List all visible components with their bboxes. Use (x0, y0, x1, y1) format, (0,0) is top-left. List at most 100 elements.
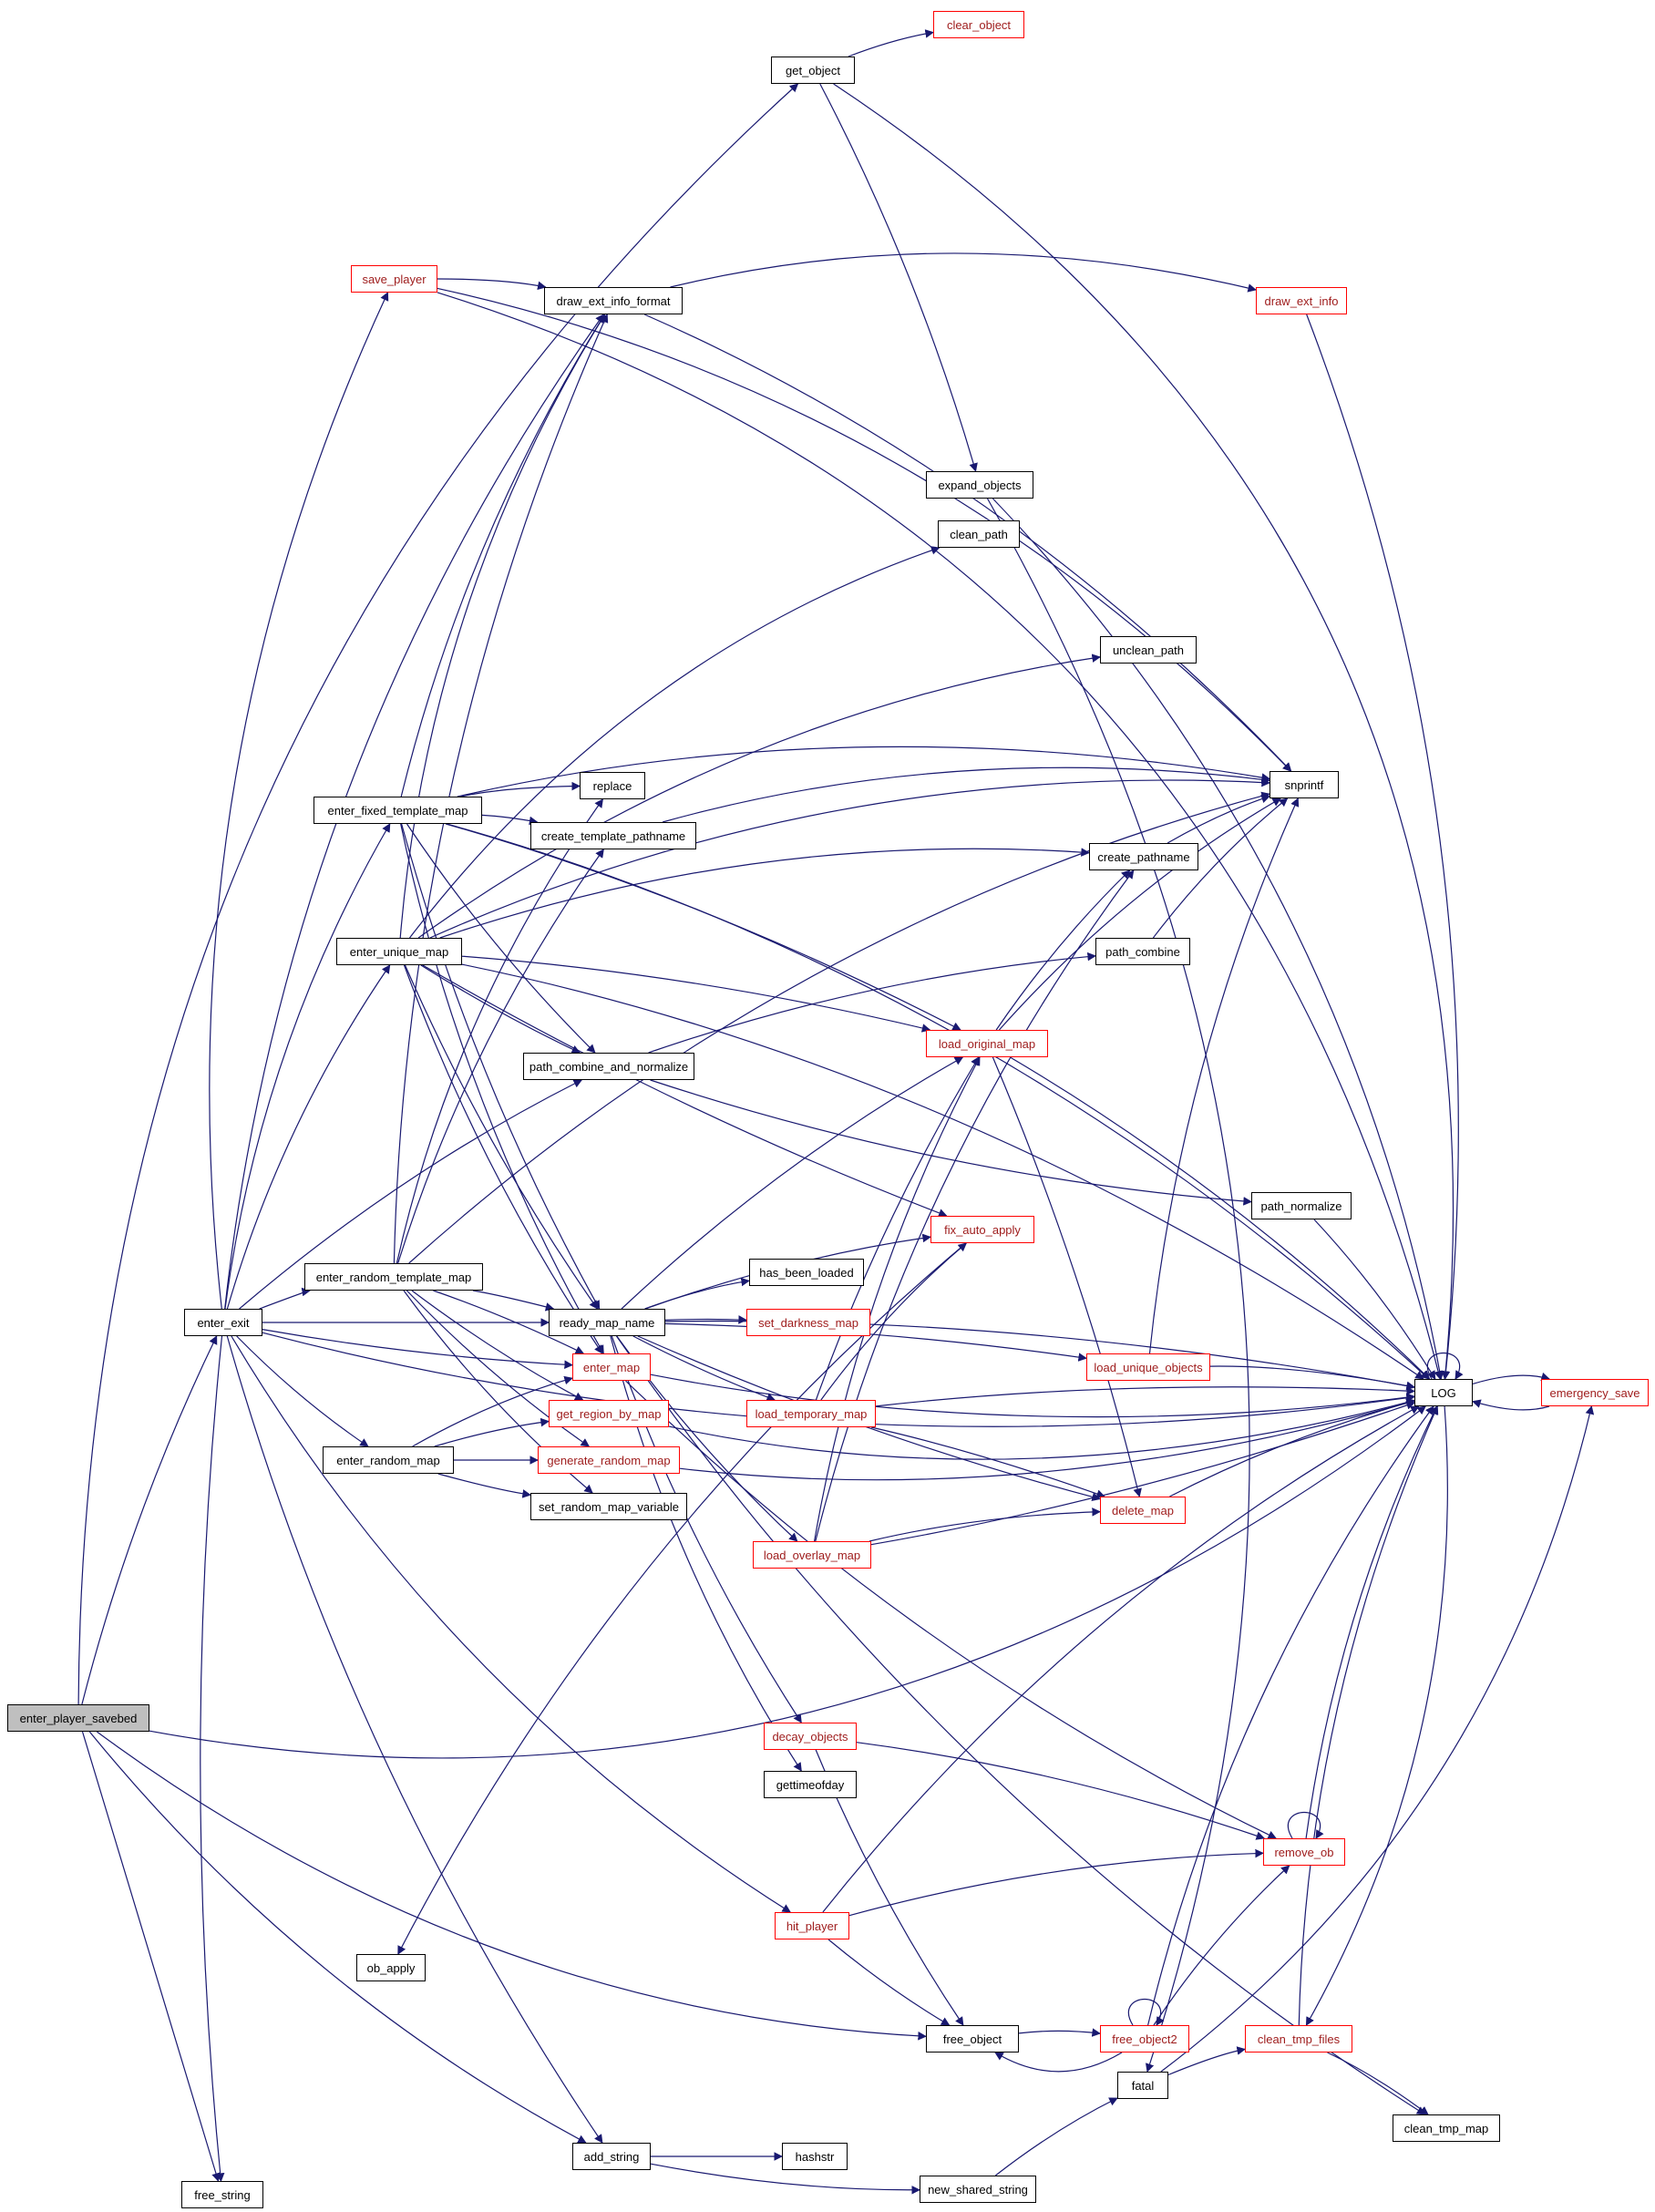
call-edge-enter_unique_map-to-load_original_map (461, 955, 931, 1033)
call-edge-enter_exit-to-enter_fixed_template_map (224, 823, 391, 1310)
graph-node-hashstr[interactable]: hashstr (782, 2143, 848, 2170)
graph-node-clear_object[interactable]: clear_object (933, 11, 1024, 38)
graph-node-create_pathname[interactable]: create_pathname (1089, 843, 1198, 870)
graph-node-load_original_map[interactable]: load_original_map (926, 1030, 1048, 1057)
graph-node-load_unique_objects[interactable]: load_unique_objects (1086, 1353, 1210, 1381)
call-edge-decay_objects-to-remove_ob (856, 1742, 1266, 1840)
call-edge-enter_exit-to-enter_unique_map (226, 964, 391, 1310)
call-edge-LOG-to-clean_tmp_files (1305, 1405, 1448, 2026)
call-edge-ready_map_name-to-set_darkness_map (664, 1315, 747, 1324)
graph-node-load_overlay_map[interactable]: load_overlay_map (753, 1541, 871, 1569)
graph-node-create_template_pathname[interactable]: create_template_pathname (530, 822, 696, 849)
graph-node-clean_tmp_map[interactable]: clean_tmp_map (1393, 2114, 1500, 2142)
call-edge-enter_random_map-to-set_random_map_variable (437, 1473, 531, 1498)
graph-node-free_object[interactable]: free_object (926, 2025, 1019, 2053)
call-edge-delete_map-to-LOG (1169, 1398, 1415, 1497)
graph-node-free_string[interactable]: free_string (181, 2181, 263, 2208)
call-edge-get_object-to-LOG (833, 83, 1455, 1380)
call-edge-clean_tmp_files-to-LOG (1298, 1405, 1439, 2026)
graph-node-hit_player[interactable]: hit_player (775, 1912, 849, 1939)
graph-node-ob_apply[interactable]: ob_apply (356, 1954, 426, 1981)
call-edge-get_object-to-expand_objects (819, 83, 978, 472)
call-edge-enter_fixed_template_map-to-draw_ext_info_format (400, 314, 606, 797)
call-edge-ready_map_name-to-load_temporary_map (632, 1335, 776, 1402)
graph-node-decay_objects[interactable]: decay_objects (764, 1723, 857, 1750)
call-edge-save_player-to-draw_ext_info_format (437, 278, 547, 291)
graph-node-path_normalize[interactable]: path_normalize (1251, 1192, 1352, 1219)
call-edge-free_object2-to-remove_ob (1153, 1865, 1290, 2026)
graph-node-delete_map[interactable]: delete_map (1100, 1497, 1186, 1524)
call-edge-enter_exit-to-hit_player (231, 1335, 792, 1913)
call-edge-load_temporary_map-to-delete_map (870, 1426, 1105, 1498)
graph-node-replace[interactable]: replace (580, 772, 645, 799)
call-edge-ready_map_name-to-has_been_loaded (644, 1277, 750, 1310)
call-edge-enter_random_template_map-to-ready_map_name (472, 1290, 555, 1312)
graph-node-gettimeofday[interactable]: gettimeofday (764, 1771, 857, 1798)
call-edge-clean_tmp_files-to-clean_tmp_map (1327, 2052, 1429, 2115)
graph-node-has_been_loaded[interactable]: has_been_loaded (749, 1259, 864, 1286)
graph-node-fix_auto_apply[interactable]: fix_auto_apply (930, 1216, 1034, 1243)
graph-node-enter_exit[interactable]: enter_exit (184, 1309, 262, 1336)
call-edge-enter_random_template_map-to-get_region_by_map (411, 1290, 584, 1401)
call-edge-load_unique_objects-to-snprintf (1148, 797, 1300, 1354)
call-edge-fatal-to-clean_tmp_files (1167, 2046, 1246, 2076)
graph-node-set_darkness_map[interactable]: set_darkness_map (746, 1309, 870, 1336)
call-edge-ready_map_name-to-load_unique_objects (664, 1322, 1087, 1362)
graph-node-path_combine_and_normalize[interactable]: path_combine_and_normalize (523, 1053, 694, 1080)
graph-node-expand_objects[interactable]: expand_objects (926, 471, 1033, 499)
graph-node-get_region_by_map[interactable]: get_region_by_map (549, 1400, 669, 1427)
graph-node-enter_map[interactable]: enter_map (572, 1353, 651, 1381)
graph-node-snprintf[interactable]: snprintf (1270, 771, 1339, 798)
graph-node-draw_ext_info_format[interactable]: draw_ext_info_format (544, 287, 683, 314)
graph-node-add_string[interactable]: add_string (572, 2143, 651, 2170)
call-edge-load_original_map-to-LOG (1010, 1056, 1431, 1380)
graph-node-unclean_path[interactable]: unclean_path (1100, 636, 1197, 664)
call-edge-enter_unique_map-to-unclean_path (417, 653, 1101, 939)
call-edge-load_overlay_map-to-delete_map (869, 1507, 1101, 1542)
graph-node-clean_path[interactable]: clean_path (938, 520, 1020, 548)
call-edge-enter_exit-to-enter_random_template_map (259, 1287, 311, 1310)
call-edge-path_normalize-to-LOG (1313, 1219, 1436, 1380)
graph-node-new_shared_string[interactable]: new_shared_string (920, 2176, 1036, 2203)
graph-node-fatal[interactable]: fatal (1117, 2072, 1168, 2099)
call-edge-ready_map_name-to-decay_objects (611, 1335, 802, 1723)
graph-node-save_player[interactable]: save_player (351, 265, 437, 293)
call-edge-load_overlay_map-to-load_original_map (814, 1056, 981, 1542)
graph-node-get_object[interactable]: get_object (771, 57, 855, 84)
graph-node-enter_fixed_template_map[interactable]: enter_fixed_template_map (314, 797, 482, 824)
call-edge-expand_objects-to-LOG (992, 498, 1444, 1380)
call-edge-enter_player_savebed-to-enter_exit (81, 1335, 218, 1705)
graph-node-draw_ext_info[interactable]: draw_ext_info (1256, 287, 1347, 314)
call-edge-create_template_pathname-to-snprintf (662, 766, 1270, 823)
call-edge-free_object2-to-LOG (1147, 1405, 1434, 2026)
call-edge-enter_unique_map-to-ready_map_name (404, 964, 599, 1310)
call-edge-LOG-to-emergency_save (1472, 1372, 1550, 1384)
call-edge-save_player-to-snprintf (437, 287, 1292, 772)
call-edge-enter_unique_map-to-create_pathname (439, 848, 1090, 939)
call-edge-enter_unique_map-to-clean_path (409, 546, 941, 939)
call-edge-enter_fixed_template_map-to-create_template_pathname (481, 814, 539, 826)
graph-node-path_combine[interactable]: path_combine (1095, 938, 1190, 965)
graph-node-set_random_map_variable[interactable]: set_random_map_variable (530, 1493, 687, 1520)
call-edge-new_shared_string-to-fatal (994, 2097, 1118, 2176)
graph-node-remove_ob[interactable]: remove_ob (1263, 1838, 1345, 1866)
graph-node-free_object2[interactable]: free_object2 (1100, 2025, 1189, 2053)
graph-node-enter_random_map[interactable]: enter_random_map (323, 1446, 454, 1474)
call-edge-enter_exit-to-enter_random_map (236, 1335, 369, 1447)
call-edge-free_object-to-free_object2 (1018, 2028, 1101, 2037)
graph-node-clean_tmp_files[interactable]: clean_tmp_files (1245, 2025, 1352, 2053)
graph-node-generate_random_map[interactable]: generate_random_map (538, 1446, 680, 1474)
call-edge-enter_player_savebed-to-add_string (88, 1731, 587, 2144)
call-edge-enter_map-to-remove_ob (625, 1380, 1277, 1839)
call-edge-enter_exit-to-free_string (200, 1335, 225, 2182)
call-edge-load_unique_objects-to-LOG (1209, 1365, 1415, 1391)
graph-node-emergency_save[interactable]: emergency_save (1541, 1379, 1649, 1406)
call-edge-enter_fixed_template_map-to-LOG (447, 823, 1430, 1380)
call-edge-hit_player-to-remove_ob (848, 1848, 1264, 1917)
graph-node-enter_unique_map[interactable]: enter_unique_map (336, 938, 462, 965)
graph-node-ready_map_name[interactable]: ready_map_name (549, 1309, 665, 1336)
call-edge-enter_random_template_map-to-replace (396, 798, 603, 1264)
graph-node-LOG[interactable]: LOG (1414, 1379, 1473, 1406)
graph-node-load_temporary_map[interactable]: load_temporary_map (746, 1400, 876, 1427)
graph-node-enter_random_template_map[interactable]: enter_random_template_map (304, 1263, 483, 1291)
